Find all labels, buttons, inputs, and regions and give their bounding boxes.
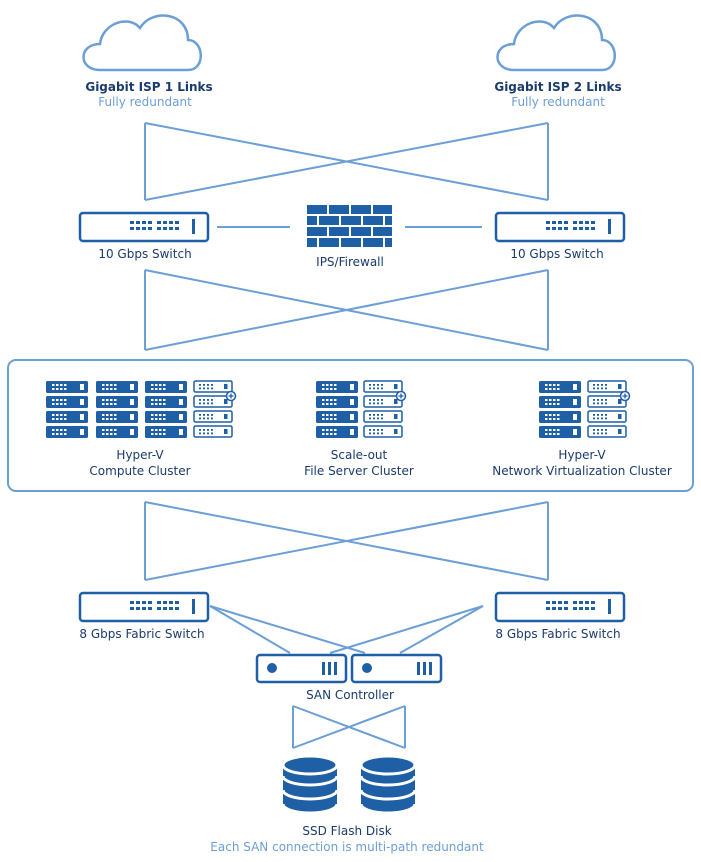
server-icon <box>145 381 187 393</box>
server-spare-icon <box>193 395 233 408</box>
server-icon <box>96 426 138 438</box>
server-spare-icon <box>587 395 627 408</box>
server-spare-icon <box>193 425 233 438</box>
server-spare-icon <box>587 410 627 423</box>
fabric-switch-right-label: 8 Gbps Fabric Switch <box>495 627 621 641</box>
add-node-icon <box>225 390 237 402</box>
redundancy-note: Each SAN connection is multi-path redund… <box>210 840 484 854</box>
server-icon <box>316 411 358 423</box>
server-icon <box>539 396 581 408</box>
firewall-icon <box>307 205 392 247</box>
isp2-cloud-icon <box>496 14 616 72</box>
cluster-compute-line2: Compute Cluster <box>89 464 191 478</box>
switch-right-icon <box>494 211 626 243</box>
switch-right-label: 10 Gbps Switch <box>510 247 604 261</box>
firewall-label: IPS/Firewall <box>316 255 384 269</box>
server-spare-icon <box>363 410 403 423</box>
isp1-title: Gigabit ISP 1 Links <box>85 80 213 94</box>
fabric-switch-left-label: 8 Gbps Fabric Switch <box>79 627 205 641</box>
server-spare-icon <box>363 395 403 408</box>
connection-lines <box>144 122 549 749</box>
server-icon <box>145 411 187 423</box>
cluster-network-line2: Network Virtualization Cluster <box>492 464 672 478</box>
server-icon <box>539 426 581 438</box>
add-node-icon <box>619 390 631 402</box>
server-icon <box>96 396 138 408</box>
add-node-icon <box>395 390 407 402</box>
server-icon <box>539 411 581 423</box>
server-icon <box>96 411 138 423</box>
isp2-title: Gigabit ISP 2 Links <box>494 80 622 94</box>
server-icon <box>46 381 88 393</box>
server-spare-icon <box>363 425 403 438</box>
fabric-switch-left-icon <box>78 591 210 623</box>
server-spare-icon <box>193 380 233 393</box>
san-controller-label: SAN Controller <box>306 688 394 702</box>
fabric-switch-right-icon <box>494 591 626 623</box>
san-controller-icon <box>255 653 443 684</box>
switch-left-icon <box>78 211 210 243</box>
server-icon <box>96 381 138 393</box>
server-spare-icon <box>587 425 627 438</box>
cluster-network-line1: Hyper-V <box>558 448 606 462</box>
isp1-cloud-icon <box>82 14 202 72</box>
server-stacks <box>46 380 631 438</box>
server-spare-icon <box>587 380 627 393</box>
ssd-disk-label: SSD Flash Disk <box>302 824 392 838</box>
switch-left-label: 10 Gbps Switch <box>98 247 192 261</box>
isp2-subtitle: Fully redundant <box>511 95 605 109</box>
server-spare-icon <box>193 410 233 423</box>
ssd-disk-icon <box>281 754 417 815</box>
server-icon <box>316 381 358 393</box>
server-icon <box>316 426 358 438</box>
server-icon <box>46 411 88 423</box>
server-icon <box>145 426 187 438</box>
server-icon <box>46 396 88 408</box>
cluster-fileserver-line2: File Server Cluster <box>304 464 414 478</box>
server-icon <box>46 426 88 438</box>
cluster-fileserver-line1: Scale-out <box>330 448 388 462</box>
cluster-compute-line1: Hyper-V <box>116 448 164 462</box>
server-spare-icon <box>363 380 403 393</box>
server-icon <box>316 396 358 408</box>
server-icon <box>539 381 581 393</box>
isp1-subtitle: Fully redundant <box>98 95 192 109</box>
server-icon <box>145 396 187 408</box>
